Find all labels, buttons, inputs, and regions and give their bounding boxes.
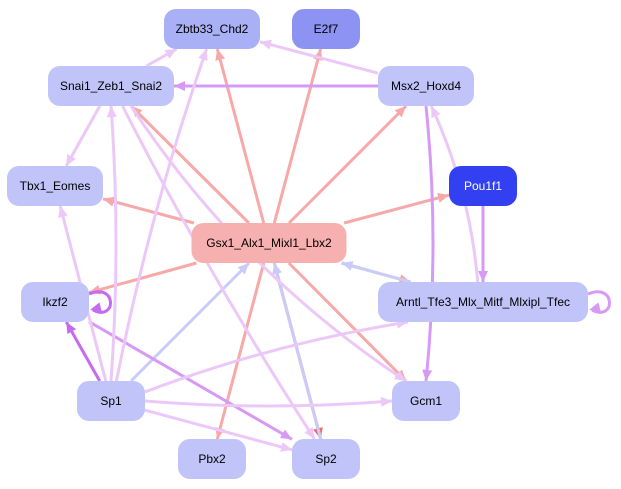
node-box-arntl_tfe3: [378, 282, 588, 322]
node-box-e2f7: [292, 9, 360, 49]
edge-gsx1_hub-to-pbx2: [215, 262, 266, 440]
edge-gsx1_hub-to-gcm1: [287, 261, 408, 383]
arrowhead-sp1-to-tbx1_eomes: [58, 206, 68, 218]
node-box-pou1f1: [449, 166, 517, 206]
arrowhead-sp1-to-sp2: [280, 442, 292, 452]
node-label-tbx1_eomes: Tbx1_Eomes: [20, 179, 91, 193]
arrowhead-arntl_tfe3-to-arntl_tfe3: [589, 302, 601, 313]
arrowhead-snai1_zeb1_snai2-to-gcm1: [394, 370, 406, 381]
node-snai1_zeb1_snai2: Snai1_Zeb1_Snai2: [48, 66, 174, 106]
node-gcm1: Gcm1: [392, 381, 460, 421]
node-box-gsx1_hub: [191, 223, 347, 263]
edge-gsx1_hub-to-snai1_zeb1_snai2: [130, 104, 250, 225]
node-box-tbx1_eomes: [7, 166, 103, 206]
node-box-gcm1: [392, 381, 460, 421]
edge-sp1-to-gsx1_hub: [129, 261, 251, 383]
node-label-gcm1: Gcm1: [410, 394, 442, 408]
arrowhead-gsx1_hub-to-zbtb33_chd2: [215, 49, 225, 61]
node-sp1: Sp1: [77, 381, 145, 421]
node-label-arntl_tfe3: Arntl_Tfe3_Mlx_Mitf_Mlxipl_Tfec: [396, 295, 570, 309]
node-gsx1_hub: Gsx1_Alx1_Mixl1_Lbx2: [191, 223, 347, 263]
arrowhead-gsx1_hub-to-msx2_hoxd4: [394, 106, 406, 118]
arrowhead-sp1-to-ikzf2: [66, 322, 77, 335]
node-sp2: Sp2: [292, 439, 360, 479]
node-msx2_hoxd4: Msx2_Hoxd4: [378, 66, 474, 106]
node-e2f7: E2f7: [292, 9, 360, 49]
node-pou1f1: Pou1f1: [449, 166, 517, 206]
arrowhead-ikzf2-to-ikzf2: [90, 302, 102, 313]
edge-snai1_zeb1_snai2-to-sp2: [121, 105, 316, 440]
arrowhead-arntl_tfe3-to-gsx1_hub: [341, 261, 354, 271]
arrowhead-gsx1_hub-to-pou1f1: [437, 193, 449, 203]
edge-msx2_hoxd4-to-gcm1: [424, 105, 435, 382]
node-label-gsx1_hub: Gsx1_Alx1_Mixl1_Lbx2: [206, 236, 332, 250]
arrowhead-snai1_zeb1_snai2-to-tbx1_eomes: [66, 153, 76, 166]
node-box-msx2_hoxd4: [378, 66, 474, 106]
node-box-sp2: [292, 439, 360, 479]
node-box-pbx2: [178, 439, 246, 479]
arrowhead-sp2-to-gsx1_hub: [272, 263, 282, 275]
arrowhead-sp1-to-snai1_zeb1_snai2: [106, 106, 117, 118]
node-label-pou1f1: Pou1f1: [464, 179, 502, 193]
edge-arntl_tfe3-to-arntl_tfe3: [587, 290, 611, 314]
edge-gsx1_hub-to-msx2_hoxd4: [287, 104, 408, 225]
edge-gsx1_hub-to-zbtb33_chd2: [215, 48, 266, 224]
arrowhead-msx2_hoxd4-to-snai1_zeb1_snai2: [174, 81, 185, 91]
arrowhead-pou1f1-to-arntl_tfe3: [478, 271, 488, 282]
arrowhead-sp1-to-gcm1: [380, 396, 392, 407]
node-box-snai1_zeb1_snai2: [48, 66, 174, 106]
node-label-sp2: Sp2: [315, 452, 337, 466]
edge-sp1-to-snai1_zeb1_snai2: [109, 105, 118, 382]
arrowhead-gsx1_hub-to-tbx1_eomes: [103, 196, 115, 207]
node-label-ikzf2: Ikzf2: [42, 295, 68, 309]
arrowhead-ikzf2-to-sp2: [279, 429, 292, 440]
edge-gsx1_hub-to-e2f7: [272, 48, 323, 224]
arrowhead-sp1-to-zbtb33_chd2: [198, 49, 208, 62]
edge-gsx1_hub-to-ikzf2: [88, 261, 197, 295]
node-box-zbtb33_chd2: [164, 9, 260, 49]
edge-gsx1_hub-to-pou1f1: [343, 193, 450, 225]
node-ikzf2: Ikzf2: [21, 282, 89, 322]
arrowhead-sp1-to-gsx1_hub: [237, 263, 249, 275]
arrowhead-snai1_zeb1_snai2-to-sp2: [304, 427, 315, 439]
arrowhead-snai1_zeb1_snai2-to-zbtb33_chd2: [164, 49, 177, 59]
node-zbtb33_chd2: Zbtb33_Chd2: [164, 9, 260, 49]
node-arntl_tfe3: Arntl_Tfe3_Mlx_Mitf_Mlxipl_Tfec: [378, 282, 588, 322]
arrowhead-msx2_hoxd4-to-gcm1: [422, 369, 433, 381]
node-label-e2f7: E2f7: [314, 22, 339, 36]
node-tbx1_eomes: Tbx1_Eomes: [7, 166, 103, 206]
edge-sp1-to-zbtb33_chd2: [114, 48, 208, 382]
node-label-sp1: Sp1: [100, 394, 122, 408]
edge-sp1-to-arntl_tfe3: [144, 320, 409, 394]
node-label-snai1_zeb1_snai2: Snai1_Zeb1_Snai2: [60, 79, 162, 93]
edge-ikzf2-to-ikzf2: [88, 290, 112, 314]
arrowhead-msx2_hoxd4-to-zbtb33_chd2: [260, 39, 272, 50]
node-box-sp1: [77, 381, 145, 421]
node-label-pbx2: Pbx2: [198, 452, 226, 466]
node-label-msx2_hoxd4: Msx2_Hoxd4: [391, 79, 461, 93]
node-label-zbtb33_chd2: Zbtb33_Chd2: [176, 22, 249, 36]
edge-sp1-to-sp2: [144, 408, 293, 452]
arrowhead-arntl_tfe3-to-msx2_hoxd4: [431, 106, 441, 119]
edge-sp1-to-gcm1: [144, 399, 393, 408]
node-box-ikzf2: [21, 282, 89, 322]
edge-msx2_hoxd4-to-zbtb33_chd2: [259, 40, 379, 75]
node-pbx2: Pbx2: [178, 439, 246, 479]
